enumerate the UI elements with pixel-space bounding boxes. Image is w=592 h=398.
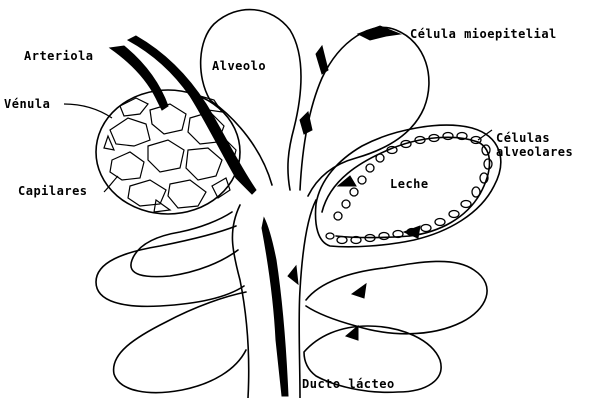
myoepithelial-cell-right1 [338,176,356,186]
label-leche: Leche [390,178,429,191]
label-arteriola: Arteriola [24,50,94,63]
alveolus-left-middle [96,226,244,306]
label-capilares: Capilares [18,185,88,198]
myoepithelial-cell-duct [288,266,298,284]
alveolus-lower-right [306,261,487,333]
label-alveolo: Alveolo [212,60,266,73]
alveolus-top [201,10,301,190]
duct-left-wall [232,205,248,398]
label-celula-mioepitelial: Célula mioepitelial [410,28,557,41]
label-celulas-alveolares-line2: alveolares [496,146,573,159]
myoepithelial-cell-lower [352,284,366,298]
blood-vessels [110,36,288,396]
capillary-mesh [104,96,236,212]
label-ducto-lacteo: Ducto lácteo [302,378,395,391]
pointer-venula [64,104,112,118]
alveolus-left-lower [114,292,246,393]
myoepithelial-cell-top [358,26,400,40]
myoepithelial-cell-left [316,46,328,74]
label-venula: Vénula [4,98,50,111]
label-celulas-alveolares-line1: Células [496,132,550,145]
alveolus-left-upper [131,212,238,277]
duct-dark-band [262,218,288,396]
